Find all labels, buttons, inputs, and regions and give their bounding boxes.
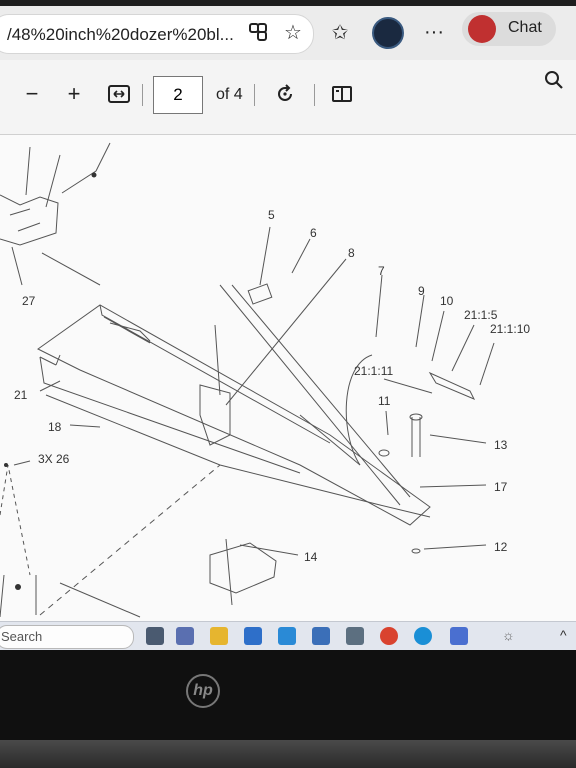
hp-logo: hp [186,674,220,708]
taskbar-search-box[interactable]: Search [0,625,134,649]
callout-label: 21:1:5 [464,308,498,322]
laptop-hinge [0,740,576,768]
page-view-icon[interactable] [328,78,356,110]
task-view-icon[interactable] [146,627,164,645]
toolbar-divider [254,84,255,106]
chrome-icon[interactable] [380,627,398,645]
page-count: of 4 [216,86,243,103]
browser-address-bar: /48%20inch%20dozer%20bl... ☆ ✩ ··· Chat [0,6,576,61]
screen: /48%20inch%20dozer%20bl... ☆ ✩ ··· Chat … [0,6,576,650]
callout-label: 21:1:11 [354,364,393,378]
app-icon[interactable] [346,627,364,645]
callout-label: 10 [440,294,454,308]
more-options-icon[interactable]: ··· [424,20,444,43]
mail-icon[interactable] [278,627,296,645]
url-text: /48%20inch%20dozer%20bl... [7,25,234,44]
chat-button[interactable]: Chat [462,12,556,46]
edge-icon[interactable] [414,627,432,645]
callout-label: 21 [14,388,28,402]
system-tray-icon[interactable]: ☼ [502,627,515,643]
laptop-bezel-top [0,0,576,8]
callout-label: 3X 26 [38,452,70,466]
app-available-icon[interactable] [242,16,274,48]
callout-label: 12 [494,540,508,554]
file-explorer-icon[interactable] [210,627,228,645]
chevron-up-icon[interactable]: ^ [560,627,567,643]
taskbar-search-placeholder: Search [1,629,43,644]
app-icon[interactable] [450,627,468,645]
callout-label: 14 [304,550,318,564]
store-icon[interactable] [312,627,330,645]
url-field[interactable]: /48%20inch%20dozer%20bl... [0,14,314,54]
pdf-page[interactable]: 5 6 8 7 9 10 21:1:5 21:1:10 21:1:11 27 2… [0,135,576,621]
callout-label: 8 [348,246,355,260]
callout-label: 17 [494,480,508,494]
callout-label: 13 [494,438,508,452]
favorites-list-icon[interactable]: ✩ [331,21,349,44]
callout-label: 11 [378,394,391,408]
rotate-icon[interactable] [272,78,298,110]
chat-avatar-icon [468,15,496,43]
taskbar: Search ☼ ^ [0,621,576,650]
callout-label: 27 [22,294,36,308]
callout-label: 21:1:10 [490,322,530,336]
callout-label: 9 [418,284,425,298]
pdf-toolbar: − + 2 of 4 [0,60,576,135]
teams-icon[interactable] [176,627,194,645]
toolbar-divider [142,84,143,106]
parts-diagram: 5 6 8 7 9 10 21:1:5 21:1:10 21:1:11 27 2… [0,142,530,618]
toolbar-divider [314,84,315,106]
callout-label: 18 [48,420,62,434]
callout-label: 7 [378,264,385,278]
search-icon[interactable] [540,64,568,96]
fit-width-icon[interactable] [106,78,132,110]
callout-label: 5 [268,208,275,222]
zoom-out-button[interactable]: − [25,81,39,106]
profile-avatar[interactable] [372,17,404,49]
callout-label: 6 [310,226,317,240]
zoom-in-button[interactable]: + [67,81,81,106]
chat-button-label: Chat [508,19,542,36]
laptop-bezel-bottom: hp [0,650,576,768]
page-number-input[interactable]: 2 [153,76,203,114]
favorite-star-icon[interactable]: ☆ [284,21,302,44]
app-icon[interactable] [244,627,262,645]
